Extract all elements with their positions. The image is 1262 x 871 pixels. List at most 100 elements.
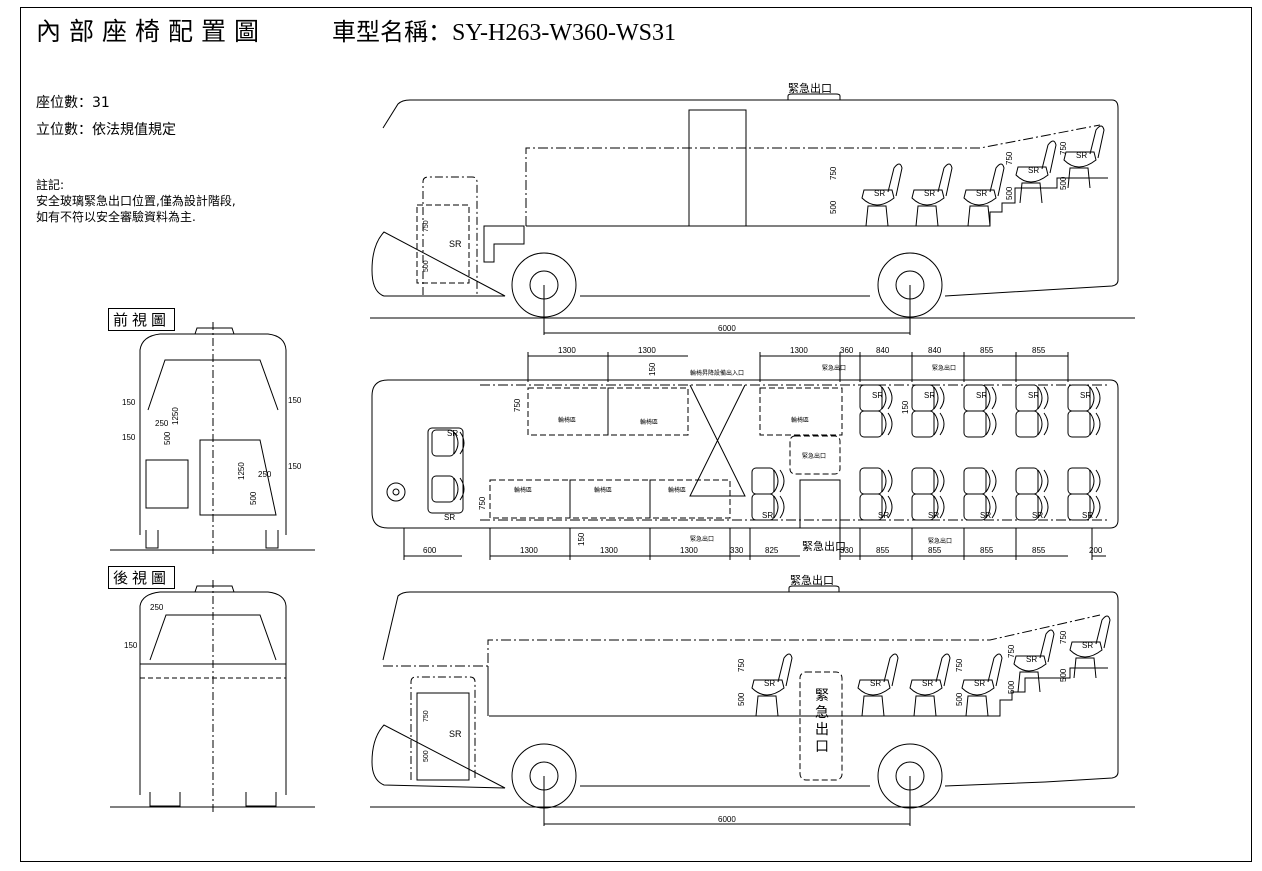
seat-icon: [431, 475, 465, 503]
seat-back: [1039, 629, 1055, 663]
seat-back: [777, 653, 793, 687]
seat-ref-label: SR: [976, 391, 987, 400]
seat-icon: [911, 410, 945, 438]
seat-pedestal: [1073, 657, 1097, 679]
seat-cushion: [859, 493, 883, 521]
wheelchair-area: [527, 387, 609, 436]
seat-pedestal: [967, 205, 991, 227]
seat-ref-label: SR: [1080, 391, 1091, 400]
dim-label: 250: [155, 419, 169, 428]
seat-back: [933, 386, 945, 410]
seat-back: [985, 386, 997, 410]
seat-back: [773, 469, 785, 493]
emergency-exit-label: 緊急出口: [690, 535, 714, 543]
seat-cushion: [431, 475, 455, 503]
dim-label: 855: [1032, 546, 1046, 555]
seat-icon: SR: [1013, 629, 1055, 693]
seat-cushion: [1063, 151, 1097, 168]
drawing-frame: [20, 7, 1252, 862]
dim-label: 200: [1089, 546, 1103, 555]
dim-label: 330: [840, 546, 854, 555]
seat-back: [1037, 386, 1049, 410]
seat-icon: [751, 467, 785, 495]
dim-label: 750: [1005, 151, 1014, 165]
seat-cushion: [751, 493, 775, 521]
seat-ref-label: SR: [878, 511, 889, 520]
seat-pedestal: [965, 695, 989, 717]
seat-cushion: [909, 679, 943, 696]
emergency-exit-label: 緊急出口: [802, 452, 826, 460]
emergency-hatch-top: [788, 585, 840, 592]
bus-body-outline: [371, 591, 1119, 789]
seat-cushion: [1067, 493, 1091, 521]
seat-cushion: [911, 189, 945, 206]
seat-cushion: [1067, 467, 1091, 495]
seat-icon: [963, 493, 997, 521]
roof-hatch: [194, 585, 235, 593]
bus-body-outline: [371, 99, 1119, 297]
dim-label: 840: [928, 346, 942, 355]
emergency-exit-hatch: [789, 435, 841, 475]
seat-pedestal: [865, 205, 889, 227]
seat-icon: SR: [911, 163, 953, 227]
seat-icon: [1015, 493, 1049, 521]
wheelchair-area-label: 輪椅區: [558, 416, 576, 424]
seat-ref-label: SR: [924, 391, 935, 400]
seat-back: [1041, 140, 1057, 174]
dim-label: 500: [829, 200, 838, 214]
door-rect: [688, 109, 747, 227]
dim-label: 855: [1032, 346, 1046, 355]
dim-label: 150: [124, 641, 138, 650]
seat-back: [989, 163, 1005, 197]
dim-label: 500: [1007, 680, 1016, 694]
driver-seat: [427, 427, 464, 514]
emergency-exit-label: 緊急出口: [790, 573, 834, 587]
seat-pedestal: [1019, 182, 1043, 204]
seat-back: [453, 431, 465, 455]
dim-label: 150: [122, 433, 136, 442]
seat-ref-label: SR: [449, 729, 462, 739]
seat-ref-label: SR: [762, 511, 773, 520]
wheelbase-label: 6000: [718, 815, 736, 824]
seat-pedestal: [915, 205, 939, 227]
seat-back: [933, 495, 945, 519]
seat-ref-label: SR: [874, 189, 885, 198]
dim-label: 1250: [237, 462, 246, 480]
dim-750: 750: [513, 398, 522, 412]
wheels: [149, 792, 277, 807]
dim-label: 500: [1059, 176, 1068, 190]
seat-ref-label: SR: [764, 679, 775, 688]
seat-count: 座位數：31: [36, 95, 110, 111]
emergency-exit-label: 緊急出口: [822, 364, 846, 372]
seat-back: [1037, 469, 1049, 493]
dim-150: 150: [901, 400, 910, 414]
door-exit-char: 緊: [815, 687, 829, 703]
dim-label: 855: [876, 546, 890, 555]
front-view-label: 前視圖: [108, 308, 176, 331]
door-exit-char: 急: [815, 704, 829, 720]
standing-count: 立位數：依法規值規定: [36, 122, 176, 138]
seat-back: [1089, 469, 1101, 493]
seat-back: [935, 653, 951, 687]
seat-cushion: [751, 679, 785, 696]
seat-back: [987, 653, 1003, 687]
wheelchair-area-label: 輪椅區: [594, 486, 612, 494]
seat-ref-label: SR: [974, 679, 985, 688]
seat-icon: SR: [909, 653, 951, 717]
roof-hatch: [194, 327, 235, 335]
seat-back: [881, 412, 893, 436]
seat-back: [985, 412, 997, 436]
door-exit-label: 緊急出口: [815, 687, 829, 754]
dim-label: 1300: [638, 346, 656, 355]
dim-label: 330: [730, 546, 744, 555]
seat-icon: SR: [961, 653, 1003, 717]
dim-label: 750: [737, 658, 746, 672]
